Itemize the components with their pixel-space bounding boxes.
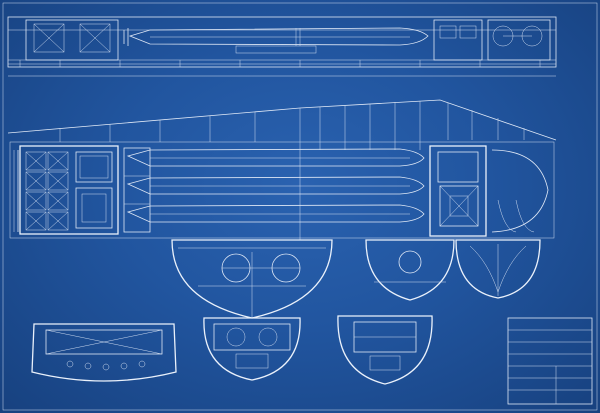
- section-bottom-right: [337, 315, 433, 385]
- title-block-frame: [507, 317, 593, 405]
- plan-view: [7, 99, 557, 240]
- section-medium: [365, 239, 455, 301]
- elevation-view: [7, 16, 557, 77]
- section-right: [455, 239, 541, 299]
- section-large-left: [171, 239, 333, 319]
- section-bottom-left: [31, 323, 177, 382]
- section-bottom-mid: [203, 317, 301, 381]
